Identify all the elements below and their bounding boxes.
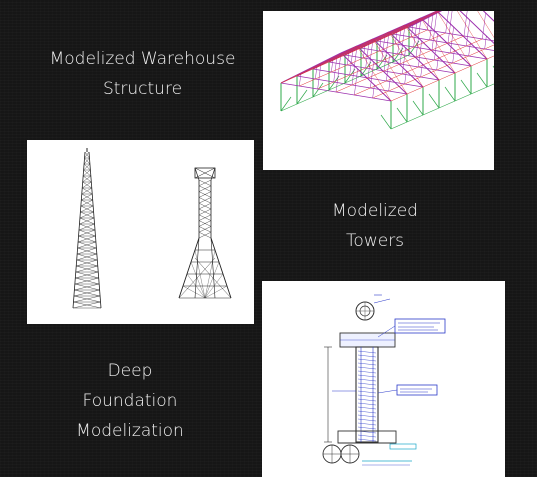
deep-foundation-drawing [322, 294, 446, 466]
foundation-caption: Deep Foundation Modelization [45, 356, 215, 446]
foundation-caption-line-2: Foundation [82, 391, 178, 411]
towers-caption-line-1: Modelized [332, 201, 418, 221]
lattice-towers-drawing [72, 148, 232, 309]
towers-caption: Modelized Towers [300, 196, 450, 256]
warehouse-caption: Modelized Warehouse Structure [30, 44, 255, 104]
foundation-caption-line-1: Deep [107, 361, 153, 381]
foundation-caption-line-3: Modelization [76, 421, 184, 441]
warehouse-model-image [263, 11, 494, 170]
warehouse-caption-line-2: Structure [102, 79, 183, 99]
towers-model-image [27, 140, 254, 324]
towers-caption-line-2: Towers [345, 231, 405, 251]
warehouse-truss-drawing [280, 11, 494, 130]
warehouse-caption-line-1: Modelized Warehouse [49, 49, 236, 69]
foundation-model-image [262, 281, 505, 477]
